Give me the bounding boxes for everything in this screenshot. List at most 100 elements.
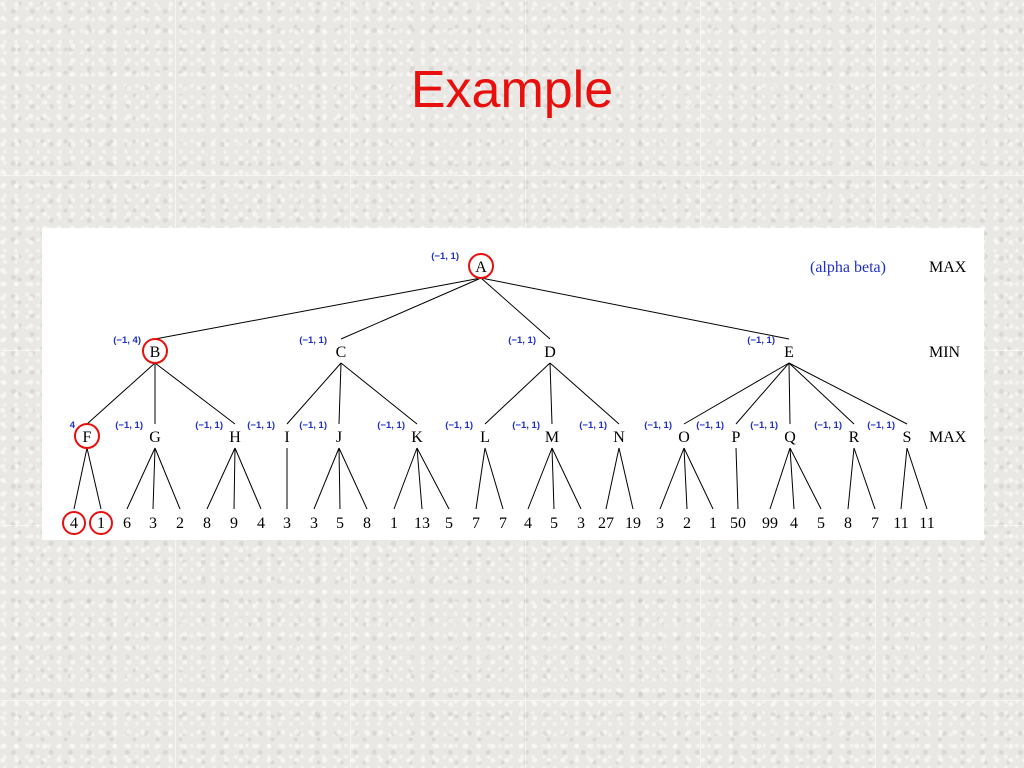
leaf-value: 2 xyxy=(683,515,691,532)
edge-J-leaf-10 xyxy=(338,447,341,510)
node-P-label: P xyxy=(732,429,741,446)
edge-C-I xyxy=(286,362,342,425)
edge-A-C xyxy=(340,277,482,340)
node-G-alpha-beta: (−1, 1) xyxy=(115,420,143,431)
node-N-alpha-beta: (−1, 1) xyxy=(579,420,607,431)
edge-A-D xyxy=(480,277,551,340)
edge-O-leaf-24 xyxy=(683,447,714,510)
node-G-label: G xyxy=(149,429,161,446)
node-M-label: M xyxy=(545,429,559,446)
leaf-value: 4 xyxy=(524,515,532,532)
leaf-value: 27 xyxy=(598,515,614,532)
edge-C-K xyxy=(340,362,418,425)
edge-K-leaf-14 xyxy=(416,447,450,510)
leaf-highlight-circle xyxy=(62,511,86,535)
edge-D-L xyxy=(484,362,551,425)
tree-canvas: A (−1, 1) B (−1, 4) C (−1, 1) D (−1, 1) E (−1, 1)… xyxy=(62,251,967,535)
node-O-label: O xyxy=(678,429,690,446)
node-H-alpha-beta: (−1, 1) xyxy=(195,420,223,431)
level-label-max-top: MAX xyxy=(929,259,967,276)
edge-M-leaf-17 xyxy=(527,447,553,510)
node-B-label: B xyxy=(150,344,161,361)
node-O-alpha-beta: (−1, 1) xyxy=(644,420,672,431)
node-F-alpha-beta: 4 xyxy=(70,420,76,431)
edge-E-S xyxy=(788,362,908,425)
node-M-alpha-beta: (−1, 1) xyxy=(512,420,540,431)
leaf-value: 8 xyxy=(203,515,211,532)
edge-N-leaf-20 xyxy=(605,447,620,510)
edge-E-O xyxy=(683,362,790,425)
leaf-value: 1 xyxy=(390,515,398,532)
edge-R-leaf-29 xyxy=(847,447,855,510)
leaf-value: 19 xyxy=(625,515,641,532)
leaf-value: 3 xyxy=(149,515,157,532)
highlight-circles xyxy=(62,253,494,535)
node-C-alpha-beta: (−1, 1) xyxy=(299,335,327,346)
slide-title: Example xyxy=(410,61,614,119)
edge-S-leaf-31 xyxy=(900,447,908,510)
level-label-min: MIN xyxy=(929,344,961,361)
background-tile-line xyxy=(0,175,1024,176)
edge-N-leaf-21 xyxy=(618,447,634,510)
node-L-alpha-beta: (−1, 1) xyxy=(445,420,473,431)
edge-D-M xyxy=(549,362,553,425)
legend-label: (alpha beta) xyxy=(810,259,886,276)
node-Q-alpha-beta: (−1, 1) xyxy=(750,420,778,431)
edge-M-leaf-18 xyxy=(551,447,555,510)
node-R-alpha-beta: (−1, 1) xyxy=(814,420,842,431)
leaf-value: 5 xyxy=(550,515,558,532)
node-J-label: J xyxy=(336,429,342,446)
node-C-label: C xyxy=(336,344,347,361)
leaf-highlight-circle xyxy=(89,511,113,535)
edge-B-H xyxy=(154,362,236,425)
node-D-alpha-beta: (−1, 1) xyxy=(508,335,536,346)
node-A-highlight-circle xyxy=(468,253,494,279)
edge-H-leaf-7 xyxy=(234,447,262,510)
node-J-alpha-beta: (−1, 1) xyxy=(299,420,327,431)
node-K-alpha-beta: (−1, 1) xyxy=(377,420,405,431)
edge-F-leaf-0 xyxy=(73,447,88,510)
node-L-label: L xyxy=(480,429,490,446)
edge-Q-leaf-27 xyxy=(789,447,795,510)
edge-E-Q xyxy=(788,362,791,425)
edge-H-leaf-6 xyxy=(233,447,236,510)
node-S-alpha-beta: (−1, 1) xyxy=(867,420,895,431)
leaf-value: 5 xyxy=(817,515,825,532)
node-H-label: H xyxy=(229,429,241,446)
edge-P-leaf-25 xyxy=(735,447,739,510)
node-S-label: S xyxy=(903,429,912,446)
node-E-label: E xyxy=(784,344,794,361)
leaf-value: 7 xyxy=(499,515,507,532)
node-A-label: A xyxy=(475,259,487,276)
edge-L-leaf-16 xyxy=(484,447,504,510)
edge-O-leaf-23 xyxy=(683,447,688,510)
node-D-label: D xyxy=(544,344,556,361)
level-label-max-bottom: MAX xyxy=(929,429,967,446)
leaf-value: 11 xyxy=(893,515,908,532)
edge-J-leaf-9 xyxy=(313,447,340,510)
leaf-value: 4 xyxy=(257,515,265,532)
leaf-value: 11 xyxy=(919,515,934,532)
edge-D-N xyxy=(549,362,620,425)
leaf-value: 3 xyxy=(310,515,318,532)
edge-Q-leaf-28 xyxy=(789,447,822,510)
edge-A-B xyxy=(154,277,482,340)
leaf-value: 7 xyxy=(472,515,480,532)
edge-R-leaf-30 xyxy=(853,447,876,510)
leaf-value: 99 xyxy=(762,515,778,532)
edge-F-leaf-1 xyxy=(86,447,102,510)
edge-A-E xyxy=(480,277,790,340)
node-B-alpha-beta: (−1, 4) xyxy=(113,335,141,346)
edge-G-leaf-3 xyxy=(152,447,156,510)
edge-S-leaf-32 xyxy=(906,447,928,510)
edge-J-leaf-11 xyxy=(338,447,368,510)
tree-labels: A (−1, 1) B (−1, 4) C (−1, 1) D (−1, 1) E (−1, 1)… xyxy=(70,251,935,532)
leaf-value: 8 xyxy=(363,515,371,532)
leaf-value: 4 xyxy=(790,515,798,532)
node-I-label: I xyxy=(284,429,289,446)
leaf-value: 1 xyxy=(97,515,105,532)
edge-E-R xyxy=(788,362,855,425)
leaf-value: 5 xyxy=(445,515,453,532)
edge-Q-leaf-26 xyxy=(769,447,791,510)
edge-H-leaf-5 xyxy=(206,447,236,510)
